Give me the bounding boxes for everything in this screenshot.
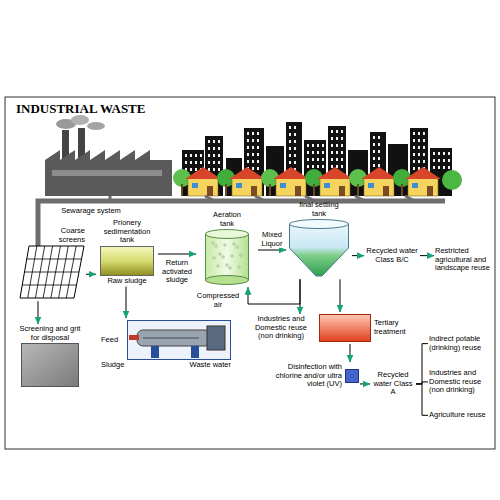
node-row: Prionery sedimentation tank	[97, 219, 157, 245]
process-node: Indirect potable (drinking) reuse	[428, 334, 494, 353]
process-node: final settling tank	[286, 200, 352, 279]
flow-connector	[350, 344, 351, 362]
node-text: Restricted agricultural and landscape re…	[435, 247, 491, 273]
process-node: Recycled water Class B/C	[364, 246, 420, 265]
node-row: Industries and Domestic reuse (non drink…	[251, 315, 311, 341]
flow-connector	[158, 254, 196, 255]
node-text: Coarse screens	[45, 227, 85, 244]
node-text: final settling tank	[294, 201, 344, 218]
process-node: Aeration tank	[196, 210, 258, 287]
dis-shape	[345, 369, 359, 383]
flow-connector	[258, 250, 286, 251]
node-row: Restricted agricultural and landscape re…	[435, 247, 491, 273]
shape-outline	[21, 343, 79, 387]
node-text: Disinfection with chlorine and/or ultra …	[264, 363, 342, 389]
node-row: final settling tank	[294, 201, 344, 218]
node-text: Aeration tank	[205, 211, 249, 228]
node-text: Screening and grit for disposal	[15, 325, 85, 342]
node-row: Sludge Waste water	[101, 361, 231, 370]
process-node: Tertiary treatment	[318, 312, 418, 344]
process-node: Coarse screens	[14, 226, 86, 301]
process-node: Restricted agricultural and landscape re…	[434, 246, 492, 274]
process-node: Agriculture reuse	[428, 410, 494, 421]
shape-outline	[100, 246, 154, 276]
flow-connector	[126, 287, 127, 319]
node-text: Prionery sedimentation tank	[97, 219, 157, 245]
node-text: Tertiary treatment	[374, 319, 417, 336]
node-text: Recycled water Class B/C	[365, 247, 419, 264]
shape-outline	[127, 320, 231, 360]
node-row	[21, 342, 79, 388]
node-text: Industries and Domestic reuse (non drink…	[251, 315, 311, 341]
process-node: Screening and grit for disposal	[14, 324, 86, 389]
skyline	[182, 122, 452, 196]
aer-shape	[205, 229, 249, 285]
process-node: Prionery sedimentation tankRaw sludge	[96, 218, 158, 287]
node-row	[100, 245, 154, 277]
grit-shape	[21, 343, 79, 387]
node-text: Raw sludge	[107, 277, 146, 286]
node-row: Coarse screens	[45, 227, 85, 244]
node-text: Sludge	[101, 361, 124, 370]
node-row: Feed	[101, 319, 231, 361]
sed-shape	[100, 246, 154, 276]
node-text: Agriculture reuse	[429, 411, 486, 420]
node-row: Raw sludge	[107, 277, 146, 286]
settle-shape	[289, 219, 349, 277]
node-row	[289, 218, 349, 278]
shape-outline	[345, 369, 359, 383]
node-text: Indirect potable (drinking) reuse	[429, 335, 493, 352]
shape-outline	[289, 219, 349, 277]
plain-label: Sewarage system	[56, 207, 126, 216]
flow-connector	[300, 279, 301, 314]
process-node: Recycled water Class A	[370, 370, 416, 398]
shape-outline	[205, 229, 249, 285]
dec-shape	[127, 320, 231, 360]
node-text: Waste water	[190, 361, 231, 370]
flow-connector	[38, 301, 39, 324]
flow-connector	[248, 279, 300, 304]
shape-outline	[319, 314, 371, 342]
frame	[5, 97, 495, 449]
flow-connector	[416, 344, 428, 384]
node-row: Tertiary treatment	[319, 313, 417, 343]
process-node: Industries and Domestic reuse (non drink…	[250, 314, 312, 342]
process-node: FeedSludge Waste water	[100, 318, 232, 371]
flow-connector	[420, 255, 434, 256]
node-row: Disinfection with chlorine and/or ultra …	[264, 363, 359, 389]
process-node: Disinfection with chlorine and/or ultra …	[262, 362, 360, 390]
building-windows	[185, 126, 450, 171]
flow-connector	[360, 383, 370, 384]
node-row: Aeration tank	[205, 211, 249, 228]
diagram-title: INDUSTRIAL WASTE	[16, 101, 145, 117]
node-row	[19, 244, 85, 300]
flow-connector	[352, 255, 364, 256]
node-row: Screening and grit for disposal	[15, 325, 85, 342]
shape-outline	[19, 245, 85, 299]
factory	[45, 115, 172, 196]
node-row: Industries and Domestic reuse (non drink…	[429, 369, 493, 395]
tert-shape	[319, 314, 371, 342]
process-node: Industries and Domestic reuse (non drink…	[428, 368, 494, 396]
plain-label: Return activated sludge	[158, 259, 196, 285]
node-row: Indirect potable (drinking) reuse	[429, 335, 493, 352]
node-row	[205, 228, 249, 286]
houses	[173, 167, 462, 196]
node-text: Industries and Domestic reuse (non drink…	[429, 369, 493, 395]
flow-connector	[416, 384, 428, 415]
node-row: Recycled water Class A	[371, 371, 415, 397]
flow-connector	[340, 279, 341, 312]
screen-shape	[19, 245, 85, 299]
flow-connector	[86, 274, 96, 275]
node-text: Recycled water Class A	[371, 371, 415, 397]
node-row: Recycled water Class B/C	[365, 247, 419, 264]
edge-label: Mixed Liquor	[256, 231, 288, 248]
plain-label: Compressed air	[194, 292, 242, 309]
node-text: Feed	[101, 336, 118, 345]
node-row: Agriculture reuse	[429, 411, 486, 420]
